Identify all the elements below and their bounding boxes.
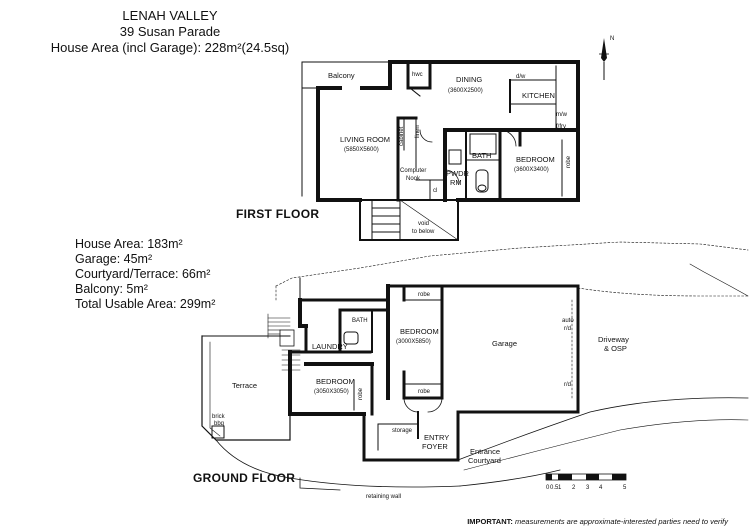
dining-label: DINING: [456, 75, 482, 84]
robe-mid-label: robe: [418, 389, 431, 395]
disclaimer-important: IMPORTANT:: [467, 517, 513, 526]
living-room-label: LIVING ROOM: [340, 135, 390, 144]
courtyard-area: Courtyard/Terrace: 66m²: [75, 267, 211, 281]
scale-bar: 0 0.5 1 2 3 4 5: [545, 473, 627, 491]
bedroom-dim: (3600X3400): [514, 167, 549, 173]
scale-tick-3: 3: [586, 485, 590, 491]
rd-label: r/d: [564, 382, 571, 388]
scale-tick-4: 4: [599, 485, 603, 491]
void-label-1: void: [418, 221, 429, 227]
powder-room-1: PWDR: [446, 169, 469, 178]
robe-label: robe: [566, 155, 572, 168]
total-area: Total Usable Area: 299m²: [75, 297, 216, 311]
bedroom1-dim: (3000X5850): [396, 339, 431, 345]
suburb-title: LENAH VALLEY: [122, 8, 218, 23]
scale-tick-2: 2: [572, 485, 576, 491]
ground-floor-plan: [201, 241, 749, 491]
cabinet-label: cabinet: [399, 126, 405, 146]
scale-tick-5: 5: [623, 485, 627, 491]
driveway-2: & OSP: [604, 344, 627, 353]
scale-tick-05: 0.5: [550, 485, 559, 491]
first-floor-labels: Balcony hwc DINING (3600X2500) d/w KITCH…: [328, 71, 572, 235]
courtyard-label-1: Entrance: [470, 447, 500, 456]
brick-label-1: brick: [212, 414, 226, 420]
north-arrow-icon: [601, 38, 607, 62]
house-area: House Area: 183m²: [75, 237, 183, 251]
bedroom2-dim: (3050X3050): [314, 389, 349, 395]
balcony-area: Balcony: 5m²: [75, 282, 148, 296]
area-summary: House Area: 183m² Garage: 45m² Courtyard…: [75, 237, 215, 312]
entry-label-1: ENTRY: [424, 433, 449, 442]
dw-label: d/w: [516, 74, 526, 80]
robe-side-label: robe: [358, 387, 364, 400]
kitchen-label: KITCHEN: [522, 91, 555, 100]
brick-label-2: bbq: [214, 421, 224, 427]
robe-top-label: robe: [418, 292, 431, 298]
disclaimer-text: measurements are approximate-interested …: [512, 517, 728, 526]
hwc-label: hwc: [412, 72, 423, 78]
linen-label: linen: [415, 125, 421, 138]
ground-floor-label: GROUND FLOOR: [193, 471, 296, 485]
dining-dim: (3600X2500): [448, 88, 483, 94]
computer-nook-2: Nook: [406, 176, 421, 182]
entry-label-2: FOYER: [422, 442, 448, 451]
retaining-wall-label: retaining wall: [366, 494, 401, 500]
living-room-dim: (5850X5600): [344, 147, 379, 153]
house-area-line: House Area (incl Garage): 228m²(24.5sq): [50, 40, 290, 55]
auto-rd-1: auto: [562, 318, 574, 324]
first-floor-label: FIRST FLOOR: [236, 207, 320, 221]
ground-floor-labels: robe BATH BEDROOM (3000X5850) LAUNDRY Ga…: [212, 292, 629, 500]
storage-label: storage: [392, 428, 413, 434]
balcony-label: Balcony: [328, 71, 355, 80]
courtyard-label-2: Courtyard: [468, 456, 501, 465]
address-line: 39 Susan Parade: [119, 24, 221, 39]
auto-rd-2: r/d: [564, 326, 571, 332]
scale-tick-1: 1: [558, 485, 562, 491]
mw-label: m/w: [556, 112, 568, 118]
terrace-label: Terrace: [232, 381, 257, 390]
header: LENAH VALLEY 39 Susan Parade House Area …: [0, 8, 340, 56]
bath-label: BATH: [472, 151, 491, 160]
ground-bath-label: BATH: [352, 318, 368, 324]
garage-area: Garage: 45m²: [75, 252, 153, 266]
bedroom2-label: BEDROOM: [316, 377, 355, 386]
first-floor-plan: [301, 60, 580, 241]
fr-label: f/fry: [556, 124, 566, 130]
disclaimer-note: IMPORTANT: measurements are approximate-…: [467, 517, 728, 526]
powder-room-2: RM: [450, 178, 462, 187]
computer-nook-1: Computer: [400, 168, 426, 174]
bedroom1-label: BEDROOM: [400, 327, 439, 336]
north-label: N: [610, 36, 614, 42]
bedroom-label: BEDROOM: [516, 155, 555, 164]
void-label-2: to below: [412, 229, 435, 235]
cl-label: cl: [433, 188, 437, 194]
scale-tick-0: 0: [546, 485, 550, 491]
north-arrow: N: [599, 36, 614, 80]
driveway-1: Driveway: [598, 335, 629, 344]
laundry-label: LAUNDRY: [312, 342, 348, 351]
garage-label: Garage: [492, 339, 517, 348]
